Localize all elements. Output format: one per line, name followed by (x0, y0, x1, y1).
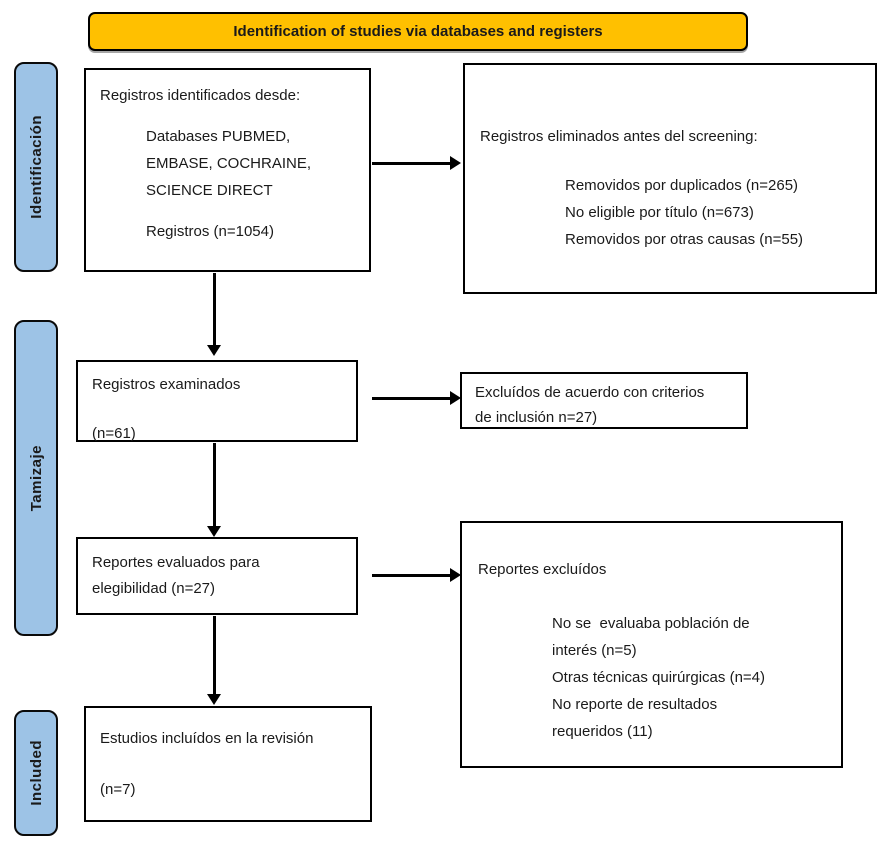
box-excluded-by-criteria: Excluídos de acuerdo con criterios de in… (460, 372, 748, 429)
records-count: Registros (n=1054) (146, 223, 274, 240)
exclusion-reason: Otras técnicas quirúrgicas (n=4) (552, 669, 766, 686)
box-reports-excluded: Reportes excluídos No se evaluaba poblac… (460, 521, 843, 768)
excluded-criteria-line: de inclusión n=27) (475, 408, 598, 426)
arrow-identified-to-removed-icon (372, 156, 461, 170)
box-reports-assessed: Reportes evaluados para elegibilidad (n=… (76, 537, 358, 615)
removal-reasons: Removidos por duplicados (n=265) No elig… (565, 172, 865, 253)
stage-label-identificacion: Identificación (27, 115, 45, 219)
stage-label-tamizaje: Tamizaje (27, 444, 45, 512)
exclusion-reason: requeridos (11) (552, 723, 653, 740)
box-title: Registros eliminados antes del screening… (480, 128, 758, 145)
exclusion-reason: interés (n=5) (552, 642, 637, 659)
box-title: Registros identificados desde: (100, 87, 301, 104)
box-studies-included: Estudios incluídos en la revisión (n=7) (84, 706, 372, 822)
included-count: (n=7) (100, 781, 136, 798)
stage-bar-tamizaje: Tamizaje (14, 320, 58, 636)
box-title: Reportes excluídos (478, 561, 607, 578)
assessed-line: Reportes evaluados para (92, 554, 260, 571)
arrow-assessed-to-included-icon (207, 616, 221, 705)
removal-reason: Removidos por otras causas (n=55) (565, 231, 804, 248)
database-list: Databases PUBMED, EMBASE, COCHRAINE, SCI… (146, 123, 359, 204)
database-line: EMBASE, COCHRAINE, (146, 155, 312, 172)
database-line: Databases PUBMED, (146, 128, 291, 145)
removal-reason: Removidos por duplicados (n=265) (565, 177, 799, 194)
box-records-screened: Registros examinados (n=61) (76, 360, 358, 442)
assessed-line: elegibilidad (n=27) (92, 580, 216, 598)
exclusion-reason: No reporte de resultados (552, 696, 718, 713)
diagram-title-banner: Identification of studies via databases … (88, 12, 748, 51)
stage-label-included: Included (27, 740, 45, 806)
stage-bar-included: Included (14, 710, 58, 836)
exclusion-reason: No se evaluaba población de (552, 615, 750, 632)
arrow-assessed-to-reports-excluded-icon (372, 568, 461, 582)
box-records-removed-before-screening: Registros eliminados antes del screening… (463, 63, 877, 294)
removal-reason: No eligible por título (n=673) (565, 204, 754, 221)
excluded-criteria-line: Excluídos de acuerdo con criterios (475, 384, 705, 401)
exclusion-reasons: No se evaluaba población de interés (n=5… (552, 610, 831, 745)
diagram-title: Identification of studies via databases … (233, 23, 603, 40)
arrow-screened-to-excluded-icon (372, 391, 461, 405)
stage-bar-identificacion: Identificación (14, 62, 58, 272)
box-title: Registros examinados (92, 376, 241, 393)
box-records-identified: Registros identificados desde: Databases… (84, 68, 371, 272)
screened-count: (n=61) (92, 425, 136, 442)
arrow-identified-to-screened-icon (207, 273, 221, 356)
database-line: SCIENCE DIRECT (146, 182, 273, 199)
box-title: Estudios incluídos en la revisión (100, 730, 314, 747)
arrow-screened-to-assessed-icon (207, 443, 221, 537)
